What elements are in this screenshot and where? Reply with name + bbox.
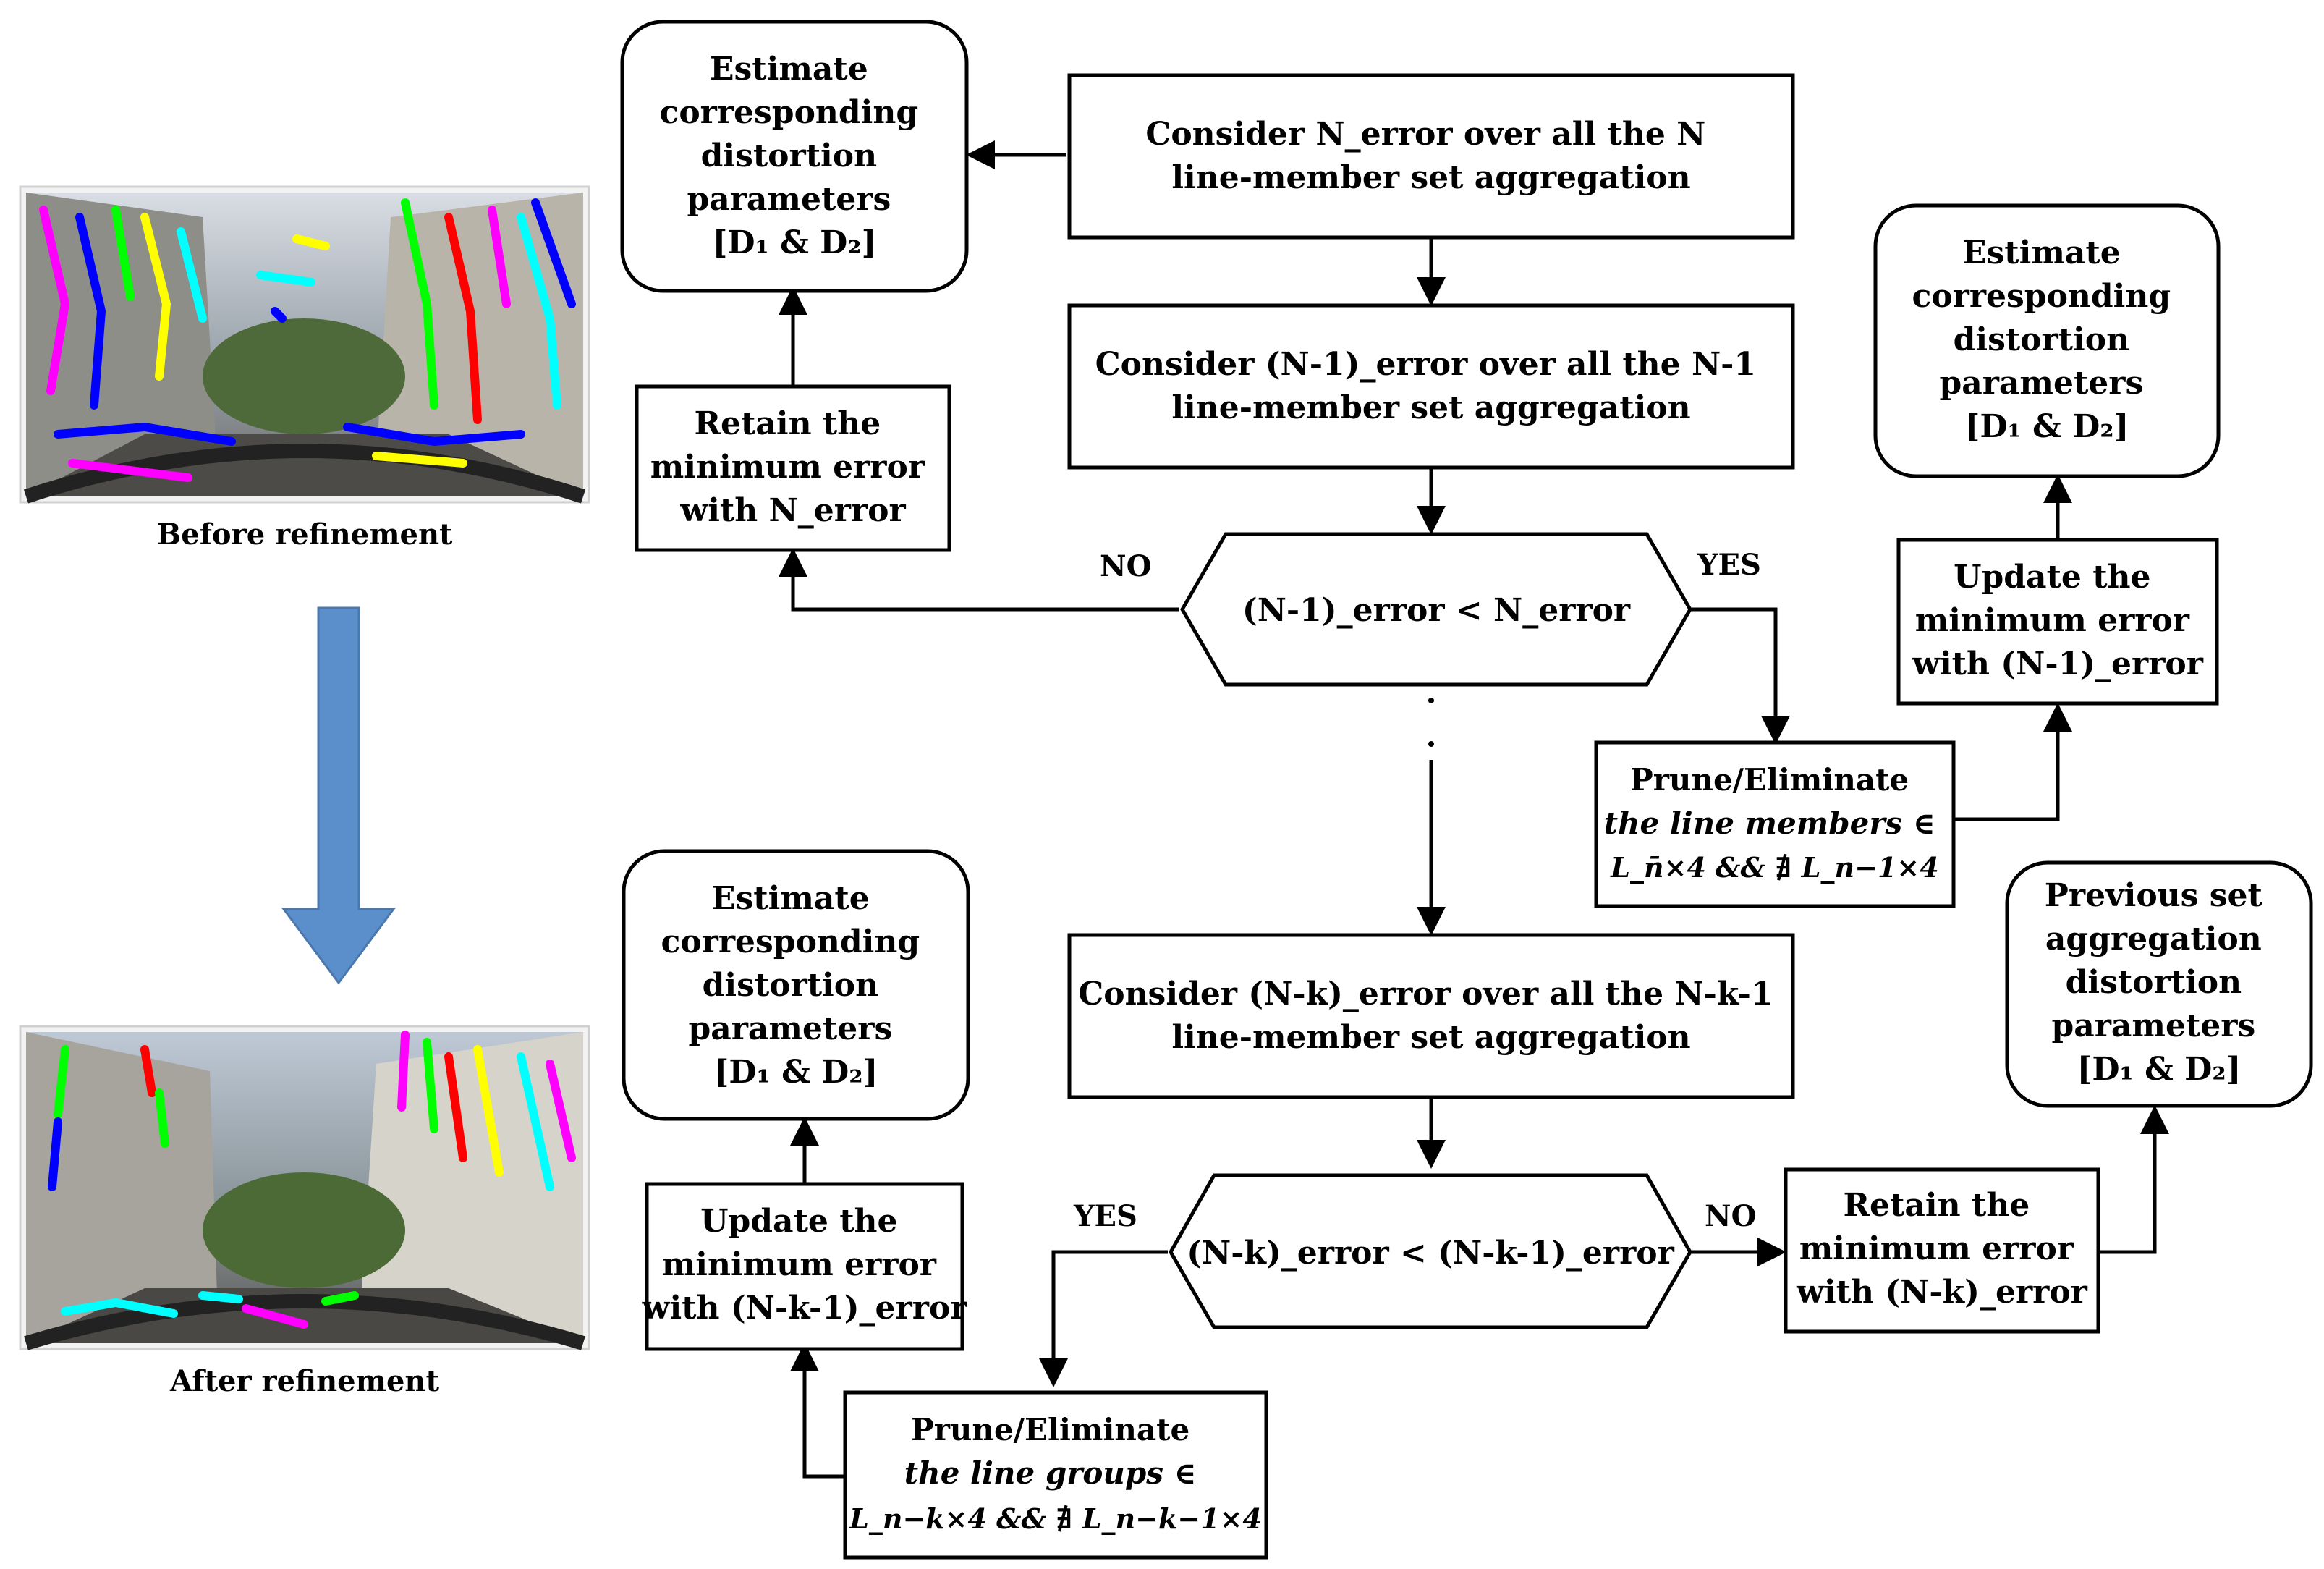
down-arrow bbox=[281, 606, 396, 985]
svg-text:Retain the minimum error: Retain the minimum error with N_error bbox=[650, 405, 936, 529]
edge-prune2-to-update2 bbox=[790, 1342, 845, 1479]
node-consider-nk: Consider (N-k)_error over all the N-k-1 … bbox=[1067, 933, 1795, 1099]
svg-text:Consider (N-1)_error over all: Consider (N-1)_error over all the N-1 li… bbox=[1095, 346, 1768, 426]
svg-text:Estimate corresponding: Estimate corresponding distortion parame… bbox=[661, 880, 931, 1091]
ellipsis-dots bbox=[1428, 698, 1434, 747]
svg-text:Update the minimum error: Update the minimum error with (N-k-1)_er… bbox=[642, 1203, 968, 1327]
edge-label-yes-2: YES bbox=[1073, 1199, 1137, 1233]
after-refinement-caption: After refinement bbox=[169, 1364, 439, 1398]
edge-decision2-yes bbox=[1039, 1250, 1168, 1387]
connectors bbox=[779, 140, 2169, 1479]
node-update-2: Update the minimum error with (N-k-1)_er… bbox=[642, 1182, 968, 1351]
node-prune-1: Prune/Eliminate the line members ∈ L_n̄×… bbox=[1594, 740, 1956, 908]
after-refinement-photo bbox=[19, 1025, 590, 1350]
svg-text:Retain the minimum error: Retain the minimum error with (N-k)_erro… bbox=[1796, 1187, 2088, 1311]
edge-decision1-yes bbox=[1689, 607, 1790, 745]
node-decision-2: (N-k)_error < (N-k-1)_error bbox=[1169, 1173, 1692, 1329]
before-refinement-photo bbox=[19, 185, 590, 504]
node-previous: Previous set aggregation distortion para… bbox=[2005, 860, 2313, 1108]
edge-label-yes-1: YES bbox=[1697, 548, 1761, 582]
node-retain-1: Retain the minimum error with N_error bbox=[635, 384, 951, 552]
node-estimate-3: Estimate corresponding distortion parame… bbox=[622, 849, 970, 1121]
svg-text:(N-k)_error < (N-k-1)_error: (N-k)_error < (N-k-1)_error bbox=[1187, 1235, 1674, 1272]
svg-text:Consider (N-k)_error over all: Consider (N-k)_error over all the N-k-1 … bbox=[1078, 976, 1784, 1056]
svg-text:(N-1)_error < N_error: (N-1)_error < N_error bbox=[1242, 592, 1631, 629]
node-consider-n: Consider N_error over all the N line-mem… bbox=[1067, 73, 1795, 240]
edge-prune1-to-update1 bbox=[1955, 703, 2072, 821]
svg-text:Prune/Eliminate the line: Prune/Eliminate the line groups ∈ L_n−k×… bbox=[849, 1412, 1262, 1535]
node-estimate-2: Estimate corresponding distortion parame… bbox=[1873, 203, 2221, 478]
svg-text:Update the minimum error: Update the minimum error with (N-1)_erro… bbox=[1912, 559, 2204, 682]
node-update-1: Update the minimum error with (N-1)_erro… bbox=[1896, 538, 2219, 706]
svg-text:Prune/Eliminate the line: Prune/Eliminate the line members ∈ L_n̄×… bbox=[1604, 762, 1946, 884]
node-retain-2: Retain the minimum error with (N-k)_erro… bbox=[1784, 1167, 2100, 1334]
node-consider-n1: Consider (N-1)_error over all the N-1 li… bbox=[1067, 303, 1795, 470]
svg-text:Previous set aggregation: Previous set aggregation distortion para… bbox=[2045, 877, 2273, 1088]
node-decision-1: (N-1)_error < N_error bbox=[1180, 532, 1692, 687]
svg-text:Estimate corresponding: Estimate corresponding distortion parame… bbox=[1912, 234, 2182, 445]
svg-text:Estimate corresponding: Estimate corresponding distortion parame… bbox=[660, 51, 930, 261]
edge-label-no-1: NO bbox=[1100, 549, 1151, 583]
edge-decision1-no bbox=[779, 548, 1179, 612]
before-refinement-caption: Before refinement bbox=[156, 517, 453, 551]
node-estimate-1: Estimate corresponding distortion parame… bbox=[620, 20, 969, 293]
edge-retain2-to-previous bbox=[2098, 1105, 2169, 1254]
node-prune-2: Prune/Eliminate the line groups ∈ L_n−k×… bbox=[843, 1390, 1268, 1560]
edge-label-no-2: NO bbox=[1705, 1199, 1756, 1233]
svg-text:Consider N_error over all the: Consider N_error over all the N line-mem… bbox=[1145, 116, 1716, 196]
